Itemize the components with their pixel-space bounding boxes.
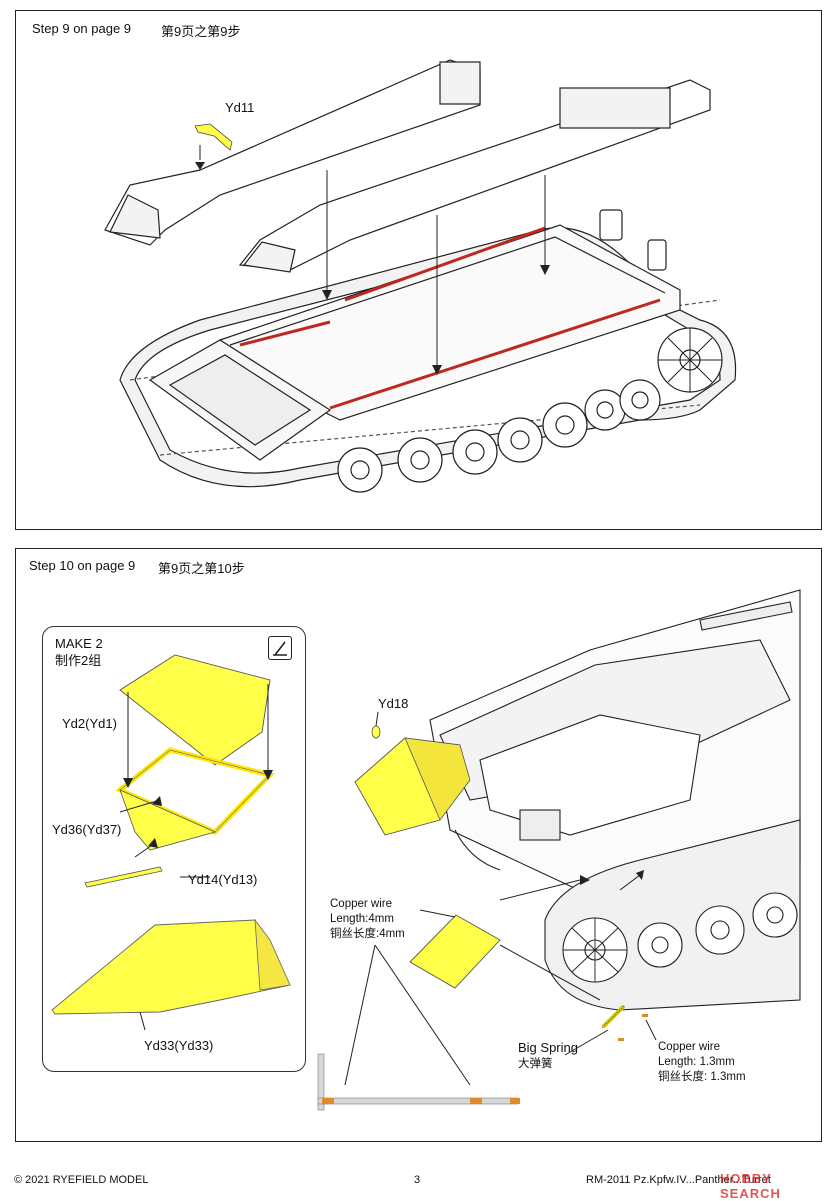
- yd18-label: Yd18: [378, 696, 409, 711]
- footer-model: RM-2011 Pz.Kpfw.IV...Panther...Turret: [586, 1174, 771, 1186]
- copper-wire-rod: [317, 1053, 520, 1111]
- copper-wire-2-label: Copper wire: [658, 1041, 720, 1053]
- big-spring-label: Big Spring: [518, 1040, 578, 1055]
- yd33-label: Yd33(Yd33): [144, 1038, 214, 1053]
- yd14-strip: [84, 866, 163, 888]
- make-label-cn: 制作2组: [55, 653, 102, 668]
- big-spring-cn: 大弹簧: [518, 1058, 553, 1070]
- step9-illustration: [104, 59, 737, 493]
- bend-icon: [268, 636, 292, 660]
- hatch-plate: [409, 914, 501, 989]
- yd11-part: [194, 123, 233, 151]
- copper-wire-2-length: Length: 1.3mm: [658, 1056, 735, 1068]
- hull-rear-drawing: [429, 589, 801, 1011]
- copper-wire-1-length: Length:4mm: [330, 913, 394, 925]
- watermark-logo: HOBBY SEARCH: [720, 1171, 781, 1201]
- make2-inset-box: [42, 626, 306, 1072]
- glue-highlight: [239, 226, 661, 410]
- step9-title-cn: 第9页之第9步: [161, 24, 241, 39]
- yd36-wedge: [119, 789, 217, 851]
- yd11-label: Yd11: [225, 100, 255, 115]
- copper-wire-2-cn: 铜丝长度: 1.3mm: [658, 1071, 746, 1083]
- step10-title-cn: 第9页之第10步: [158, 561, 245, 576]
- footer-copyright: © 2021 RYEFIELD MODEL: [14, 1174, 149, 1186]
- yd36-label: Yd36(Yd37): [52, 822, 122, 837]
- yd2-label: Yd2(Yd1): [62, 716, 117, 731]
- yd2-plate: [119, 654, 271, 766]
- make-label: MAKE 2: [55, 636, 103, 651]
- step10-title: Step 10 on page 9: [29, 558, 136, 573]
- fender-left: [104, 59, 481, 246]
- copper-wire-1-label: Copper wire: [330, 898, 392, 910]
- step9-title: Step 9 on page 9: [32, 21, 132, 36]
- tank-hull-drawing: [119, 209, 737, 493]
- copper-wire-1-cn: 铜丝长度:4mm: [330, 928, 405, 940]
- yd33-part: [51, 919, 291, 1015]
- yd14-label: Yd14(Yd13): [188, 872, 258, 887]
- fender-right: [238, 79, 711, 273]
- footer-page-number: 3: [414, 1174, 421, 1186]
